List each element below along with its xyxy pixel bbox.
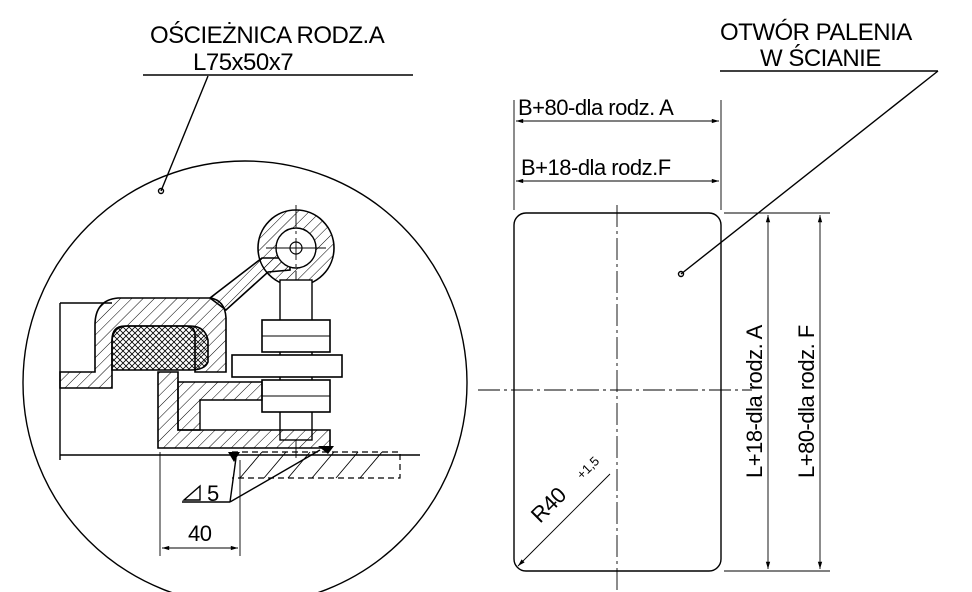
weld-leader-2 bbox=[229, 449, 321, 503]
opening-title-line1: OTWÓR PALENIA bbox=[720, 19, 912, 46]
radius-leader bbox=[517, 473, 611, 567]
weld-mark-right bbox=[318, 446, 334, 454]
opening-view: B+80-dla rodz. A B+18-dla rodz.F L+18-dl… bbox=[478, 19, 939, 590]
frame-title-line2: L75x50x7 bbox=[193, 49, 293, 76]
detail-circle-outline bbox=[22, 160, 468, 592]
opening-rectangle bbox=[513, 212, 722, 572]
opening-title-line2: W ŚCIANIE bbox=[760, 44, 881, 72]
width-a-label: B+80-dla rodz. A bbox=[518, 95, 674, 120]
opening-leader-line bbox=[680, 70, 939, 275]
weld-mark-left bbox=[228, 452, 240, 462]
frame-title-line1: OŚCIEŻNICA RODZ.A bbox=[150, 21, 385, 49]
radius-tolerance: +1,5 bbox=[574, 453, 603, 482]
detail-view: 5 40 OŚCIEŻNICA RODZ.A L75x50x7 bbox=[22, 21, 468, 592]
width-f-label: B+18-dla rodz.F bbox=[521, 155, 671, 180]
opening-leader-dot bbox=[677, 270, 685, 278]
washer-plate bbox=[231, 354, 343, 378]
radius-label: R40 bbox=[526, 482, 571, 527]
frame-leader-line bbox=[160, 75, 209, 192]
dim-40-label: 40 bbox=[188, 521, 212, 546]
height-f-label: L+80-dla rodz. F bbox=[794, 325, 819, 478]
weld-fillet-triangle bbox=[182, 484, 201, 501]
wall-opening-outline bbox=[232, 451, 401, 479]
weld-leader-1 bbox=[229, 457, 237, 503]
frame-bracket bbox=[177, 381, 263, 431]
weld-size-label: 5 bbox=[207, 481, 219, 506]
angle-frame-section bbox=[157, 371, 331, 449]
frame-leader-dot bbox=[157, 187, 165, 195]
gasket-seal bbox=[111, 325, 209, 371]
height-a-label: L+18-dla rodz. A bbox=[742, 324, 767, 478]
wall-hatching bbox=[239, 451, 383, 479]
